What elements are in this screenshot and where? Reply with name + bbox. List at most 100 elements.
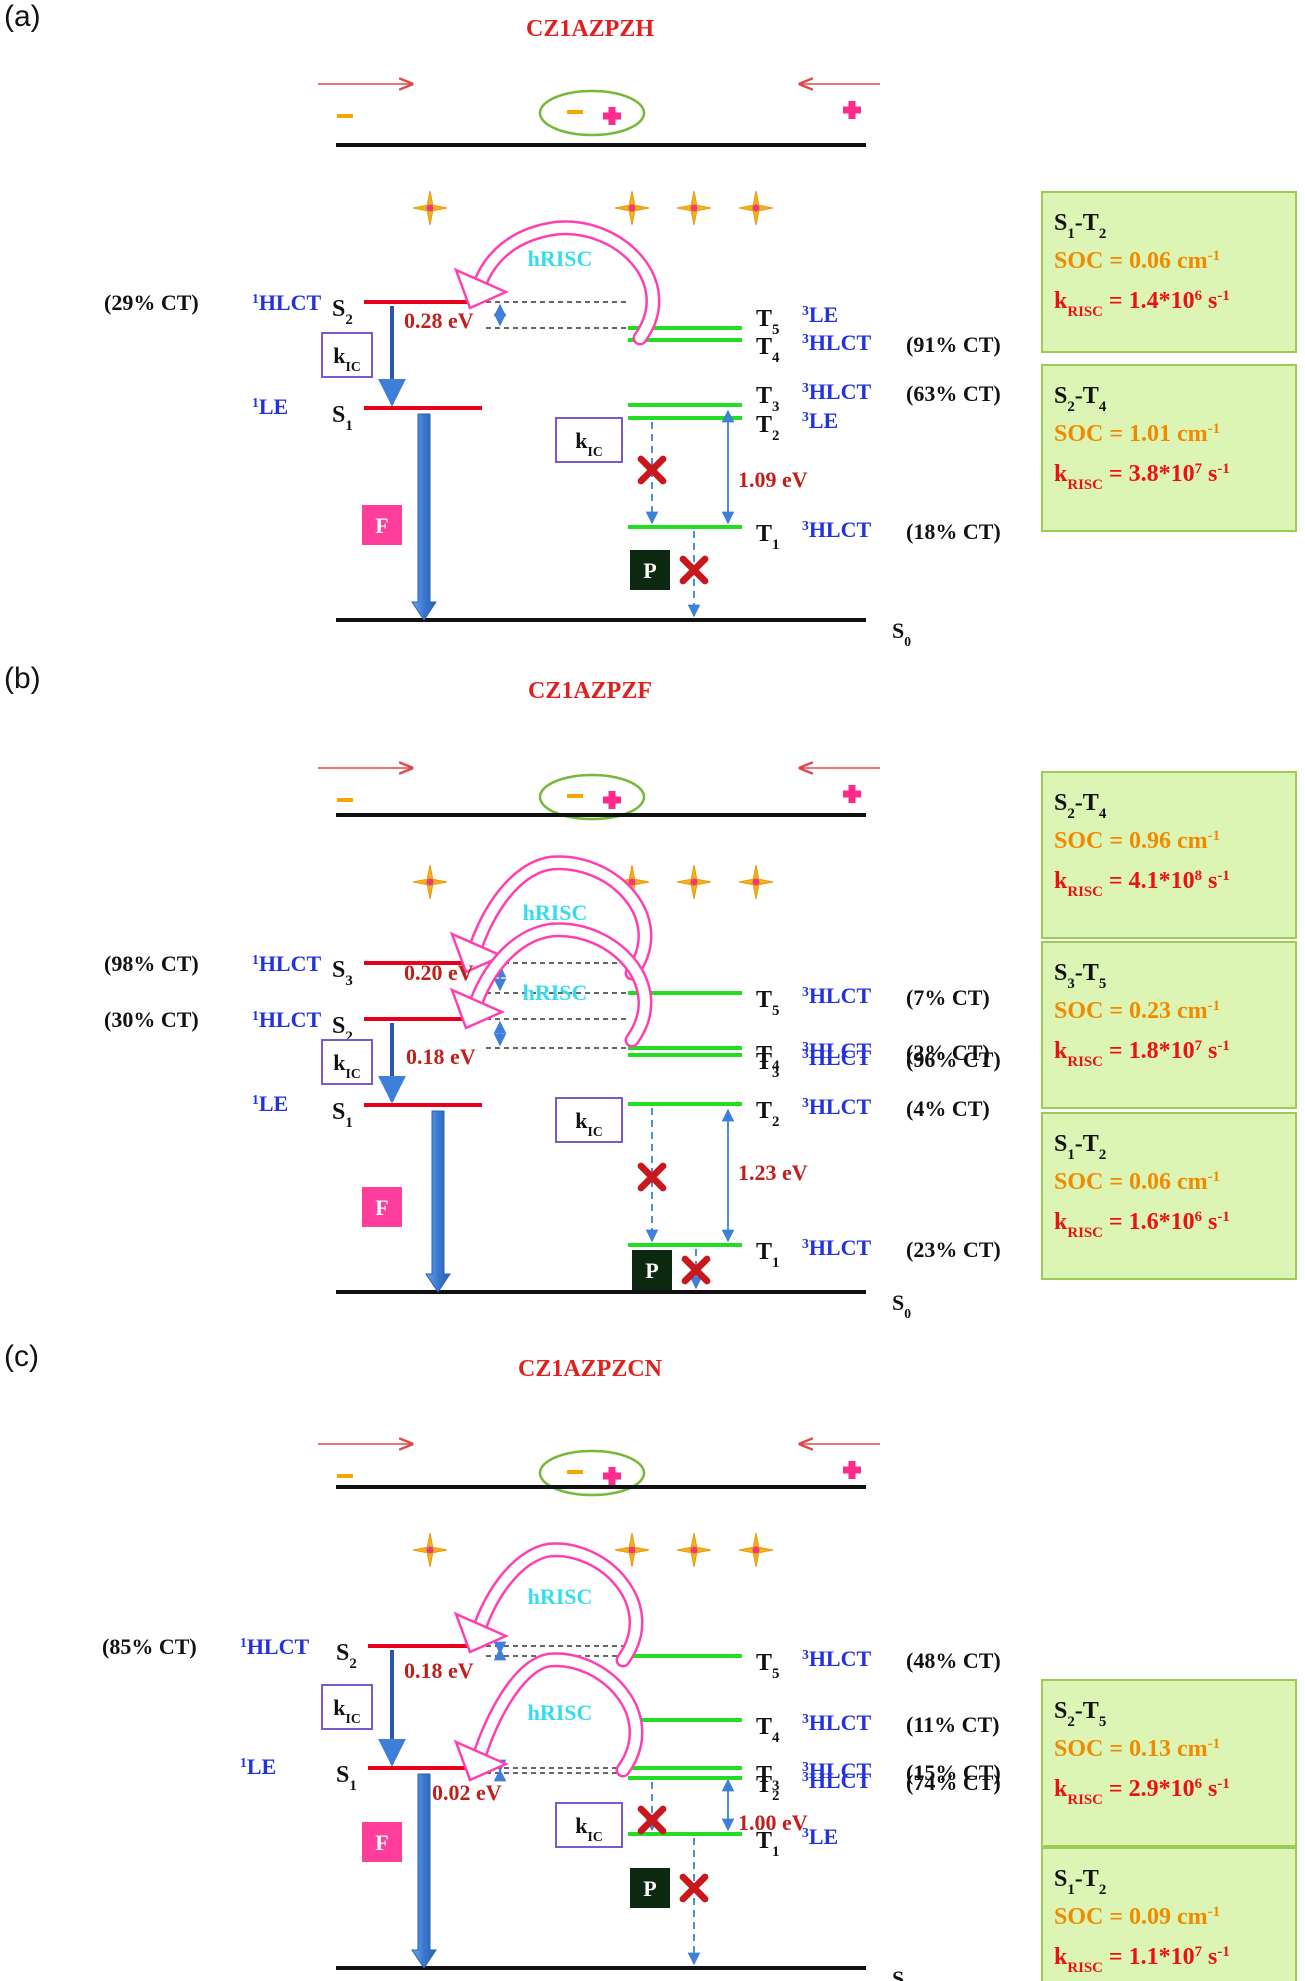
singlet-name-sub: 1	[345, 1115, 352, 1131]
info-pair-sub: 2	[1099, 1882, 1106, 1898]
triplet-state-label-sup: 3	[802, 409, 809, 424]
triplet-name-sub: 3	[772, 399, 779, 415]
info-pair-sub: 2	[1067, 806, 1074, 822]
energy-gap-label: 0.02 eV	[432, 1780, 502, 1805]
triplet-name: T2	[756, 1098, 779, 1130]
triplet-ct-percent: (11% CT)	[906, 1712, 1000, 1737]
info-soc-base: SOC = 0.96 cm	[1054, 828, 1208, 854]
singlet-state-label: 1HLCT	[252, 951, 321, 976]
f-box: F	[362, 1187, 402, 1227]
info-box-frame	[1041, 941, 1297, 1109]
singlet-state-label-base: LE	[247, 1754, 276, 1779]
singlet-name: S2	[332, 296, 353, 328]
triplet-name-sub: 4	[772, 1730, 780, 1746]
info-pair-sub: 1	[1067, 1147, 1074, 1163]
star-icon-center	[752, 1546, 760, 1554]
charge-transfer-sketch	[318, 1444, 880, 1497]
triplet-state-label-sup: 3	[802, 518, 809, 533]
star-icon-center	[690, 204, 698, 212]
triplet-ct-percent: (91% CT)	[906, 332, 1001, 357]
triplet-name-sub: 2	[772, 1788, 779, 1804]
star-icon-center	[426, 1546, 434, 1554]
info-soc-sup: -1	[1208, 1736, 1220, 1752]
info-soc-base: SOC = 1.01 cm	[1054, 421, 1208, 447]
plus-sign-right	[843, 101, 861, 119]
molecule-title: CZ1AZPZF	[528, 678, 652, 704]
info-box-frame	[1041, 1679, 1297, 1847]
kic-label: kIC	[575, 428, 602, 459]
singlet-name-sub: 2	[345, 1029, 352, 1045]
info-pair-sub: 4	[1099, 806, 1107, 822]
triplet-name: T2	[756, 1772, 779, 1804]
triplet-state-label-sup: 3	[802, 1046, 809, 1061]
triplet-state-label-base: HLCT	[809, 1710, 872, 1735]
triplet-ct-percent: (18% CT)	[906, 519, 1001, 544]
ground-state-name-sub: 0	[904, 634, 911, 649]
kic-box-frame	[321, 1684, 373, 1730]
p-box: P	[630, 1868, 670, 1908]
triplet-state-label-base: HLCT	[809, 517, 872, 542]
plus-sign-center	[603, 107, 621, 125]
singlet-state-label-sup: 1	[252, 1092, 259, 1107]
triplet-state-label-base: LE	[809, 408, 838, 433]
singlet-name-base: S	[332, 296, 345, 322]
triplet-state-label-sup: 3	[802, 303, 809, 318]
molecule-title: CZ1AZPZH	[526, 16, 654, 42]
molecule-title: CZ1AZPZCN	[518, 1356, 663, 1382]
singlet-name-base: S	[336, 1640, 349, 1666]
info-krisc: kRISC = 1.8*107 s-1	[1054, 1038, 1230, 1070]
triplet-name-sub: 3	[772, 1778, 779, 1794]
charge-transfer-sketch	[318, 768, 880, 821]
info-krisc: kRISC = 1.4*106 s-1	[1054, 288, 1230, 320]
info-box-frame	[1041, 364, 1297, 532]
info-pair-base: S	[1054, 1131, 1067, 1157]
info-krisc-sup: -1	[1217, 1038, 1229, 1054]
info-krisc-sub: RISC	[1067, 1054, 1103, 1070]
p-box: P	[632, 1250, 672, 1290]
singlet-name-base: S	[332, 402, 345, 428]
triplet-name: T5	[756, 1650, 779, 1682]
triplet-ct-percent: (74% CT)	[906, 1770, 1001, 1795]
kic-box-frame	[555, 1802, 623, 1848]
singlet-state-label: 1LE	[240, 1754, 276, 1779]
info-box-frame	[1041, 1112, 1297, 1280]
info-krisc-sup: 6	[1195, 288, 1202, 304]
triplet-state-label: 3LE	[802, 408, 838, 433]
info-krisc-base: = 3.8*10	[1103, 461, 1195, 487]
kic-box: kIC	[321, 1684, 373, 1730]
singlet-state-label-sup: 1	[240, 1755, 247, 1770]
star-icon-center	[426, 204, 434, 212]
blocked-cross-icon	[679, 1873, 709, 1903]
hrisc-arrow-inner	[467, 924, 650, 1045]
info-pair-base: T	[1083, 960, 1099, 986]
star-icon-center	[628, 204, 636, 212]
singlet-name-base: S	[332, 1099, 345, 1125]
singlet-state-label-sup: 1	[240, 1635, 247, 1650]
triplet-state-label-sup: 3	[802, 1769, 809, 1784]
info-soc-base: SOC = 0.06 cm	[1054, 248, 1208, 274]
info-krisc-base: = 2.9*10	[1103, 1776, 1195, 1802]
star-icon-center	[752, 204, 760, 212]
triplet-state-label-base: HLCT	[809, 330, 872, 355]
triplet-name: T2	[756, 412, 779, 444]
exciton-ellipse	[538, 1449, 646, 1497]
info-krisc: kRISC = 3.8*107 s-1	[1054, 461, 1230, 493]
triplet-state-label: 3LE	[802, 1824, 838, 1849]
blocked-cross-icon	[637, 1162, 667, 1192]
energy-gap-label: 0.20 eV	[404, 960, 474, 985]
star-icon-center	[628, 1546, 636, 1554]
info-soc-sup: -1	[1208, 998, 1220, 1014]
triplet-name: T5	[756, 987, 779, 1019]
singlet-name: S1	[332, 402, 353, 434]
info-krisc-base: s	[1202, 461, 1217, 487]
triplet-name-sub: 5	[772, 1666, 779, 1682]
singlet-state-label-sup: 1	[252, 952, 259, 967]
kic-label: kIC	[333, 343, 360, 374]
info-pair-sub: 5	[1099, 976, 1106, 992]
singlet-state-label: 1HLCT	[252, 290, 321, 315]
hrisc-label: hRISC	[523, 900, 588, 925]
triplet-state-label: 3HLCT	[802, 983, 871, 1008]
triplet-name-base: T	[756, 1772, 772, 1798]
